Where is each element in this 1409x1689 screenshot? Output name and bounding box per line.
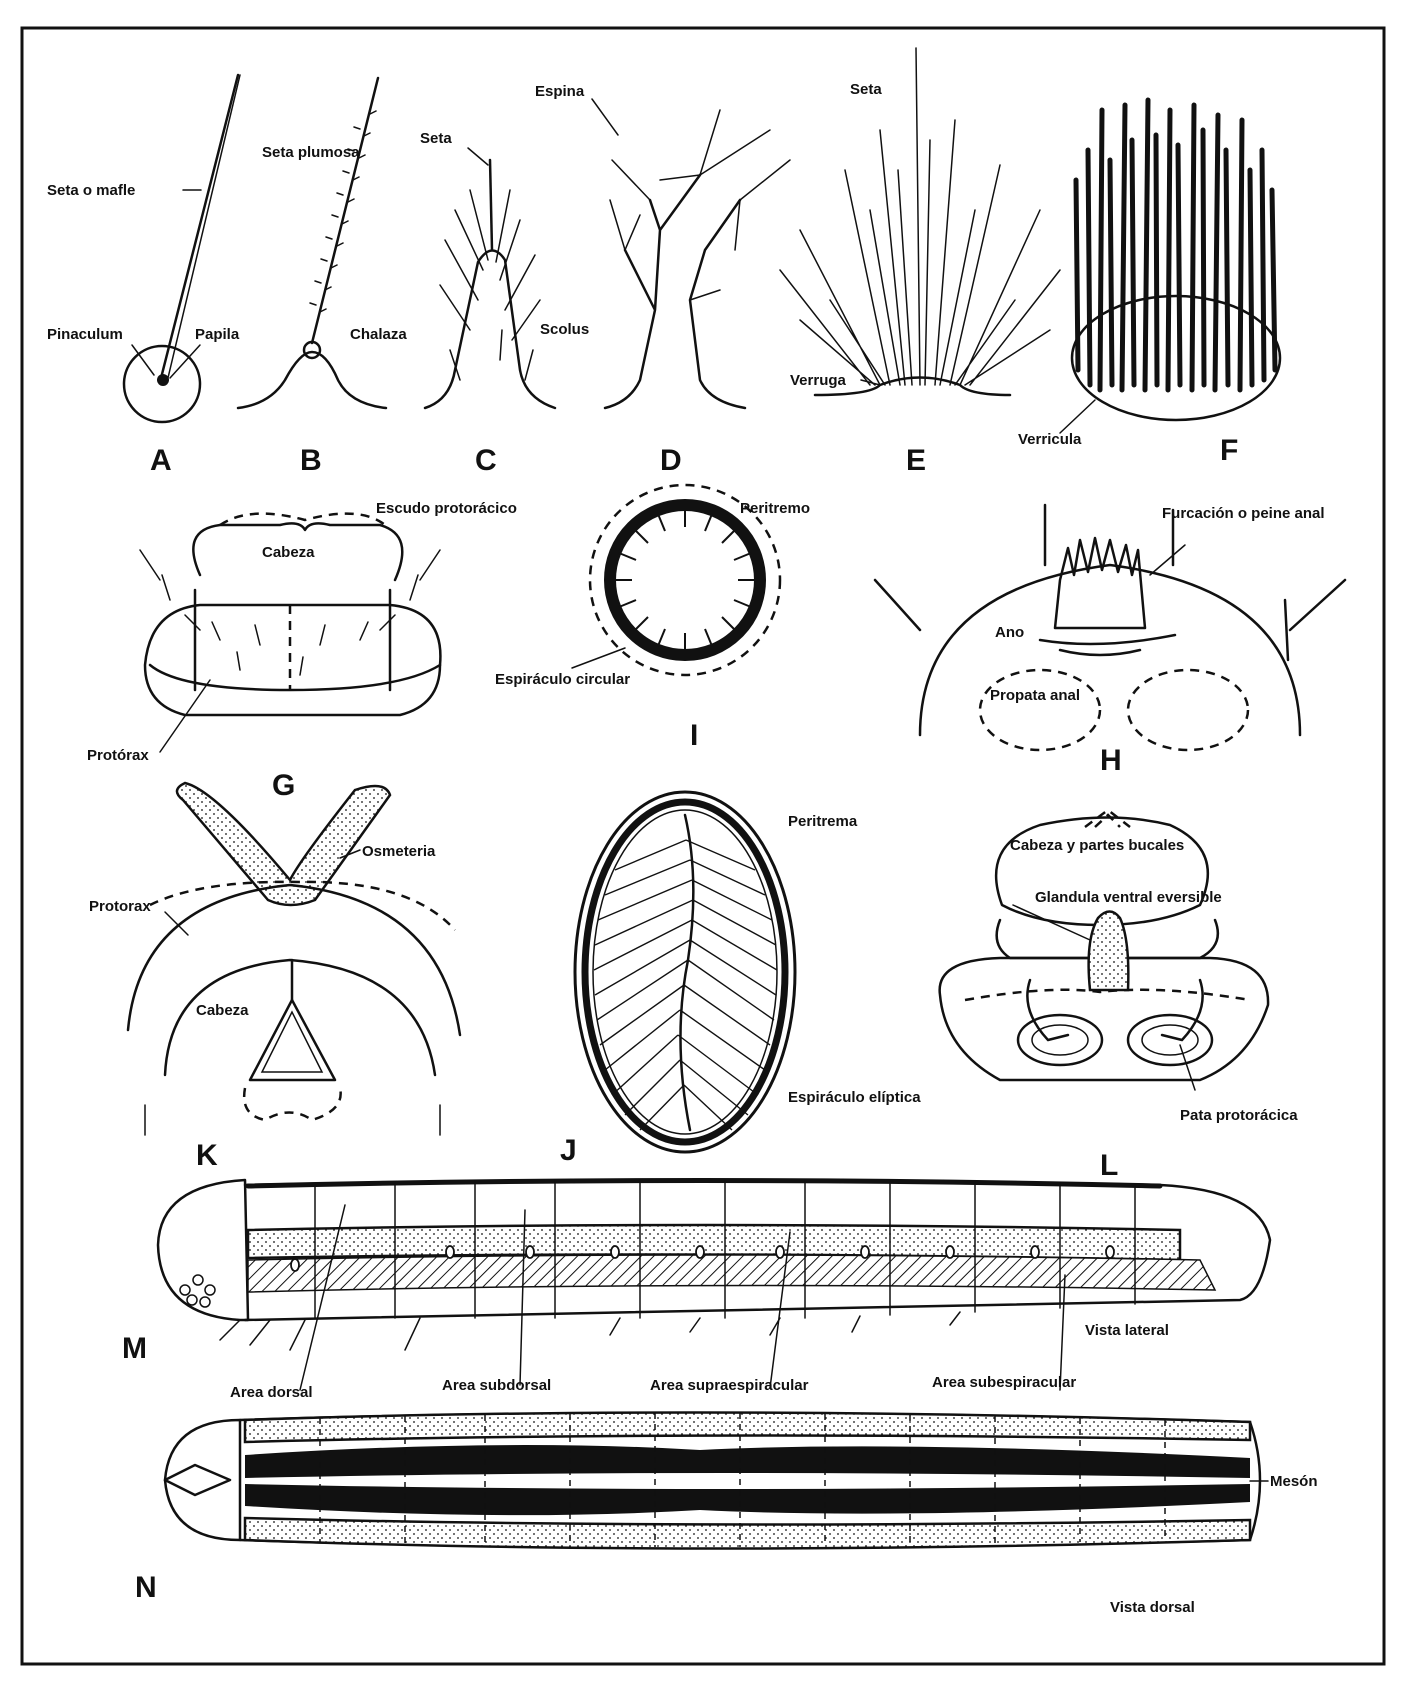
- panel-letter-f: F: [1220, 434, 1238, 467]
- panel-letter-h: H: [1100, 744, 1122, 777]
- label-glandula-ventral: Glandula ventral eversible: [1035, 889, 1222, 906]
- panel-letter-i: I: [690, 719, 698, 752]
- panel-a: Seta o mafle Pinaculum Papila A: [47, 75, 240, 477]
- panel-m: Vista lateral Area dorsal Area subdorsal…: [122, 1180, 1270, 1401]
- label-espiraculo-eliptica: Espiráculo elíptica: [788, 1089, 921, 1106]
- label-area-subespiracular: Area subespiracular: [932, 1374, 1076, 1391]
- panel-j: Peritrema Espiráculo elíptica J: [560, 792, 921, 1167]
- panel-f: Verricula F: [1018, 100, 1280, 467]
- propata-anal-right: [1128, 670, 1248, 750]
- label-peritremo: Peritremo: [740, 500, 810, 517]
- panel-letter-c: C: [475, 444, 497, 477]
- label-pata-protoracica: Pata protorácica: [1180, 1107, 1298, 1124]
- panel-letter-e: E: [906, 444, 926, 477]
- chalaza-mound: [238, 352, 386, 408]
- upper-band-n: [245, 1412, 1250, 1442]
- label-furcacion: Furcación o peine anal: [1162, 505, 1325, 522]
- pata-ring-right: [1128, 1015, 1212, 1065]
- dorsal-stripe-lower: [245, 1484, 1250, 1515]
- label-propata-anal: Propata anal: [990, 687, 1080, 704]
- panel-e: Seta Verruga E: [780, 48, 1060, 477]
- label-papila: Papila: [195, 326, 240, 343]
- label-escudo-protoracico: Escudo protorácico: [376, 500, 517, 517]
- dorsal-band-m: [248, 1181, 1160, 1187]
- panel-b: Seta plumosa B: [238, 78, 386, 477]
- label-scolus: Scolus: [540, 321, 589, 338]
- panel-letter-n: N: [135, 1571, 157, 1604]
- panel-g: Escudo protorácico Cabeza Protórax G: [87, 500, 517, 802]
- panel-letter-l: L: [1100, 1149, 1118, 1182]
- label-area-dorsal: Area dorsal: [230, 1384, 313, 1401]
- label-vista-lateral: Vista lateral: [1085, 1322, 1169, 1339]
- panel-letter-b: B: [300, 444, 322, 477]
- label-area-subdorsal: Area subdorsal: [442, 1377, 551, 1394]
- panel-k: Protorax Osmeteria Cabeza K: [89, 783, 460, 1172]
- peine-anal-shape: [1055, 538, 1145, 628]
- label-seta-o-mafle: Seta o mafle: [47, 182, 135, 199]
- label-ano: Ano: [995, 624, 1024, 641]
- scolus-shape: [425, 250, 555, 408]
- cabeza-outline-l: [996, 818, 1208, 926]
- label-cabeza-k: Cabeza: [196, 1002, 249, 1019]
- label-seta-c: Seta: [420, 130, 452, 147]
- label-area-supraespiracular: Area supraespiracular: [650, 1377, 809, 1394]
- subespiracular-band-m: [248, 1255, 1215, 1292]
- label-protorax-g: Protórax: [87, 747, 149, 764]
- panel-h: Furcación o peine anal Ano Propata anal …: [875, 505, 1345, 777]
- panel-n: Mesón Vista dorsal N: [135, 1412, 1318, 1616]
- lower-band-n: [245, 1518, 1250, 1549]
- label-peritrema: Peritrema: [788, 813, 858, 830]
- panel-d: Espina D: [535, 83, 790, 477]
- pata-ring-left: [1018, 1015, 1102, 1065]
- espiraculo-midrib: [680, 815, 693, 1130]
- label-seta-e: Seta: [850, 81, 882, 98]
- label-espina: Espina: [535, 83, 585, 100]
- propata-anal-left: [980, 670, 1100, 750]
- segment-outline-h: [920, 565, 1300, 735]
- label-cabeza-g: Cabeza: [262, 544, 315, 561]
- panel-c: Seta Chalaza Scolus C: [350, 130, 589, 477]
- label-pinaculum: Pinaculum: [47, 326, 123, 343]
- label-meson: Mesón: [1270, 1473, 1318, 1490]
- label-verricula: Verricula: [1018, 431, 1082, 448]
- verruga-setae: [780, 48, 1060, 385]
- label-seta-plumosa-1: Seta plumosa: [262, 144, 360, 161]
- label-osmeteria: Osmeteria: [362, 843, 436, 860]
- panel-letter-a: A: [150, 444, 172, 477]
- protorax-outline-g: [145, 605, 440, 715]
- label-vista-dorsal: Vista dorsal: [1110, 1599, 1195, 1616]
- panel-letter-g: G: [272, 769, 295, 802]
- label-verruga: Verruga: [790, 372, 847, 389]
- label-espiraculo-circular: Espiráculo circular: [495, 671, 630, 688]
- ano-shape: [1040, 635, 1175, 644]
- dorsal-stripe-upper: [245, 1445, 1250, 1478]
- label-chalaza: Chalaza: [350, 326, 407, 343]
- panel-l: Cabeza y partes bucales Glandula ventral…: [940, 810, 1299, 1182]
- panel-letter-d: D: [660, 444, 682, 477]
- glandula-ventral-shape: [1089, 912, 1129, 991]
- verricula-setae: [1076, 100, 1275, 390]
- label-cabeza-y-partes: Cabeza y partes bucales: [1010, 837, 1184, 854]
- seta-plumosa-shape: [312, 78, 378, 343]
- panel-letter-j: J: [560, 1134, 577, 1167]
- panel-letter-k: K: [196, 1139, 218, 1172]
- head-capsule-m: [158, 1180, 248, 1320]
- espina-shape: [605, 175, 745, 408]
- verricula-shape: [1072, 296, 1280, 420]
- panel-i: Peritremo Espiráculo circular I: [495, 485, 810, 752]
- label-protorax-k: Protorax: [89, 898, 151, 915]
- panel-letter-m: M: [122, 1332, 147, 1365]
